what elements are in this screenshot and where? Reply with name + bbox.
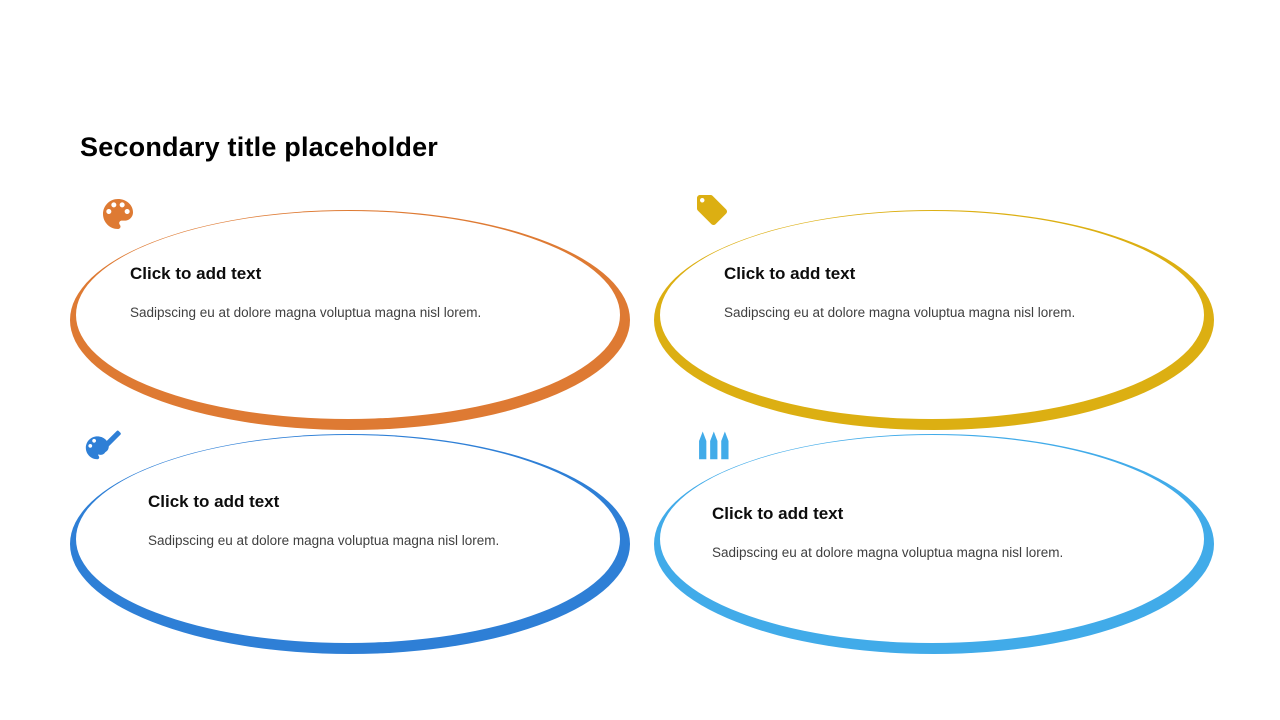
card-ellipse [70,434,630,654]
card-body[interactable]: Sadipscing eu at dolore magna voluptua m… [724,305,1076,320]
card-yellow: Click to add text Sadipscing eu at dolor… [652,195,1216,432]
card-text: Click to add text Sadipscing eu at dolor… [130,264,580,322]
card-text: Click to add text Sadipscing eu at dolor… [148,492,598,550]
card-text: Click to add text Sadipscing eu at dolor… [712,504,1162,562]
card-lightblue: Click to add text Sadipscing eu at dolor… [652,431,1216,656]
card-heading[interactable]: Click to add text [724,264,856,283]
card-ellipse [654,210,1214,430]
card-blue: Click to add text Sadipscing eu at dolor… [68,430,632,656]
card-heading[interactable]: Click to add text [712,504,844,523]
palette-icon [98,194,138,234]
card-ellipse [654,434,1214,654]
card-text: Click to add text Sadipscing eu at dolor… [724,264,1174,322]
card-body[interactable]: Sadipscing eu at dolore magna voluptua m… [130,305,482,320]
card-orange: Click to add text Sadipscing eu at dolor… [68,199,632,432]
card-body[interactable]: Sadipscing eu at dolore magna voluptua m… [712,545,1064,560]
palette-brush-icon [82,426,124,466]
card-heading[interactable]: Click to add text [148,492,280,511]
crayons-icon [694,426,732,464]
price-tag-icon [694,192,730,228]
slide-title[interactable]: Secondary title placeholder [80,132,439,162]
card-body[interactable]: Sadipscing eu at dolore magna voluptua m… [148,533,500,548]
card-ellipse [70,210,630,430]
card-heading[interactable]: Click to add text [130,264,262,283]
